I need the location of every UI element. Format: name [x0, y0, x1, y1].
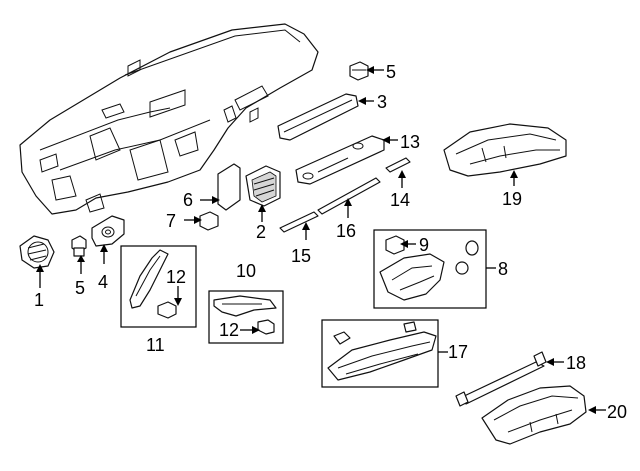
callout-8: 8	[498, 259, 508, 279]
arrow-6	[212, 196, 220, 204]
arrow-5a	[366, 66, 374, 74]
arrow-15	[302, 222, 310, 230]
callout-14: 14	[390, 190, 410, 210]
box-17	[321, 319, 439, 388]
arrow-4	[100, 244, 108, 252]
part-12-clip-a	[157, 301, 177, 319]
callout-2: 2	[256, 222, 266, 242]
part-10-trim	[213, 295, 277, 317]
callout-1: 1	[34, 290, 44, 310]
box-10	[208, 290, 284, 344]
callout-18: 18	[566, 353, 586, 373]
part-12-clip-b	[257, 319, 275, 335]
arrow-5b	[77, 255, 85, 262]
part-1-vent	[19, 235, 55, 269]
callout-3: 3	[377, 92, 387, 112]
arrow-9	[400, 240, 408, 248]
callout-19: 19	[502, 189, 522, 209]
part-15-strip	[279, 211, 319, 233]
callout-4: 4	[98, 272, 108, 292]
part-5-clip-upper	[349, 61, 369, 81]
callout-20: 20	[607, 402, 627, 422]
arrow-7	[194, 216, 202, 224]
part-11-trim	[129, 249, 169, 309]
callout-7: 7	[166, 211, 176, 231]
part-3-trim	[277, 93, 359, 141]
part-2-vent	[245, 165, 281, 207]
part-19-panel	[443, 123, 567, 177]
arrow-12b	[252, 326, 260, 334]
callout-5b: 5	[75, 278, 85, 298]
arrow-18	[546, 358, 554, 366]
arrow-13	[382, 136, 390, 144]
callout-5a: 5	[386, 62, 396, 82]
part-16-strip	[317, 177, 381, 215]
part-14-strip	[385, 157, 411, 173]
instrument-panel	[19, 23, 319, 215]
arrow-12a	[174, 298, 182, 306]
part-4-bracket	[91, 215, 125, 247]
callout-17: 17	[448, 342, 468, 362]
arrow-20	[588, 406, 596, 414]
callout-9: 9	[419, 235, 429, 255]
callout-13: 13	[400, 132, 420, 152]
callout-10: 10	[236, 261, 256, 281]
arrow-1	[36, 264, 44, 272]
callout-15: 15	[291, 246, 311, 266]
box-8	[373, 229, 487, 309]
arrow-2	[258, 204, 266, 212]
part-20-panel	[481, 385, 587, 445]
arrow-19	[510, 170, 518, 178]
callout-12b: 12	[219, 320, 239, 340]
callout-6: 6	[183, 190, 193, 210]
callout-11: 11	[146, 335, 165, 355]
part-5-clip-lower	[71, 235, 87, 257]
part-9-clip	[385, 235, 405, 255]
callout-16: 16	[336, 221, 356, 241]
part-17-panel	[327, 321, 437, 381]
part-13-trim	[295, 135, 385, 185]
part-18-rod	[455, 351, 547, 407]
part-8-bracket	[379, 240, 479, 301]
arrow-3	[358, 97, 366, 105]
part-7-clip	[199, 211, 219, 231]
callout-12a: 12	[166, 267, 186, 287]
arrow-16	[344, 198, 352, 206]
arrow-14	[398, 170, 406, 178]
part-6-panel	[217, 163, 241, 211]
box-11	[120, 245, 197, 328]
